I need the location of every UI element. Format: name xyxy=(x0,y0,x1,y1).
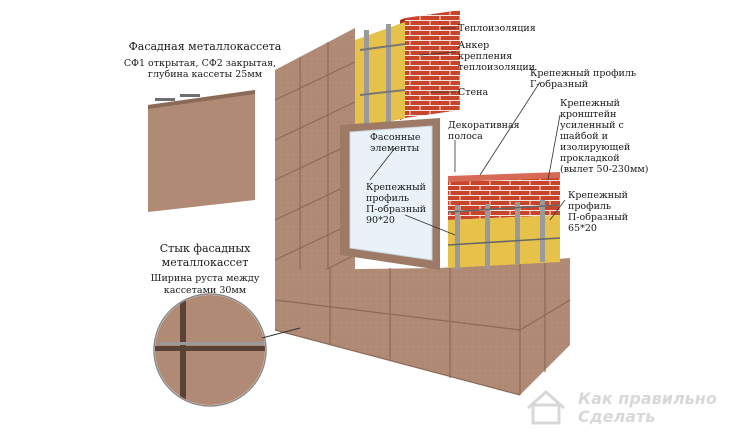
label-p9020-2: профиль xyxy=(366,193,409,204)
label-bracket-3: усиленный с xyxy=(560,120,624,131)
cassette-illustration xyxy=(148,90,255,212)
joint-title-1: Стык фасадных xyxy=(160,242,251,255)
label-anchor-3: теплоизоляции xyxy=(458,62,535,73)
label-decor-1: Декоративная xyxy=(448,120,520,131)
label-anchor-2: крепления xyxy=(458,51,512,62)
label-decor-2: полоса xyxy=(448,131,483,142)
cassette-caption-1: СФ1 открытая, СФ2 закрытая, xyxy=(124,58,276,69)
insulation-upper xyxy=(355,22,405,130)
joint-detail xyxy=(153,293,301,407)
label-p9020-1: Крепежный xyxy=(366,182,426,193)
brick-wall-upper xyxy=(405,10,460,118)
label-bracket-7: (вылет 50-230мм) xyxy=(560,164,648,175)
joint-caption-2: кассетами 30мм xyxy=(164,285,247,296)
label-bracket-2: кронштейн xyxy=(560,109,616,120)
label-anchor-1: Анкер xyxy=(458,40,489,51)
label-bracket-6: прокладкой xyxy=(560,153,620,164)
brick-wall-lower xyxy=(448,176,560,220)
cassette-caption-2: глубина кассеты 25мм xyxy=(148,69,263,80)
label-p9020-3: П-образный xyxy=(366,204,426,215)
leader-lines xyxy=(369,27,566,236)
label-wall: Стена xyxy=(458,87,488,98)
label-p9020-4: 90*20 xyxy=(366,215,395,226)
labels: Фасадная металлокассета СФ1 открытая, СФ… xyxy=(124,23,649,296)
cassette-title: Фасадная металлокассета xyxy=(129,40,282,53)
watermark: Как правильно Сделать xyxy=(527,389,717,426)
label-shaped-1: Фасонные xyxy=(370,132,421,143)
house-icon xyxy=(527,389,565,425)
label-lprofile-1: Крепежный профиль xyxy=(530,68,636,79)
window-glass xyxy=(349,125,433,261)
label-bracket-4: шайбой и xyxy=(560,131,608,142)
watermark-line1: Как правильно xyxy=(578,389,717,408)
label-lprofile-2: Г-образный xyxy=(530,79,588,90)
joint-caption-1: Ширина руста между xyxy=(151,273,260,284)
label-bracket-1: Крепежный xyxy=(560,98,620,109)
joint-title-2: металлокассет xyxy=(162,256,249,269)
label-bracket-5: изолирующей xyxy=(560,142,630,153)
label-p6520-1: Крепежный xyxy=(568,190,628,201)
label-p6520-4: 65*20 xyxy=(568,223,597,234)
facade-wall xyxy=(274,10,571,396)
label-insulation: Теплоизоляция xyxy=(458,23,536,34)
watermark-line2: Сделать xyxy=(578,407,655,426)
label-p6520-3: П-образный xyxy=(568,212,628,223)
label-shaped-2: элементы xyxy=(370,143,420,154)
label-p6520-2: профиль xyxy=(568,201,611,212)
